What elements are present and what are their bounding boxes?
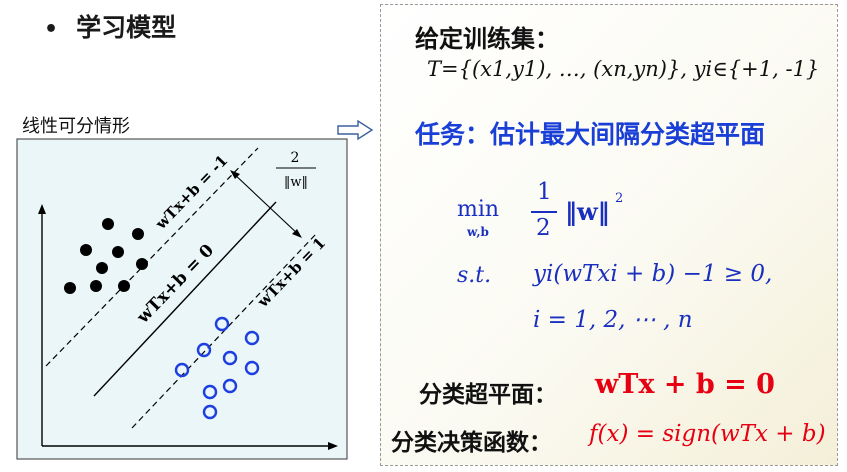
positive-point	[174, 362, 190, 378]
positive-point	[222, 378, 238, 394]
x-axis-arrow-icon	[328, 442, 338, 450]
training-set-label: 给定训练集：	[415, 25, 559, 53]
case-label: 线性可分情形	[22, 116, 130, 137]
task-title: 任务：估计最大间隔分类超平面	[415, 120, 766, 149]
margin-arrow-head-icon	[230, 170, 240, 179]
heading-text: 学习模型	[76, 13, 177, 42]
index-range: i = 1, 2, ⋯ , n	[533, 307, 693, 333]
negative-point	[64, 282, 76, 294]
negative-point	[102, 218, 114, 230]
formulation-panel: 给定训练集： T={(x1,y1), …, (xn,yn)}, yi∈{+1, …	[380, 4, 838, 466]
decision-function-equation: f(x) = sign(wTx + b)	[589, 421, 826, 447]
fraction-numerator: 1	[537, 179, 552, 205]
hollow-right-arrow-icon	[337, 119, 374, 141]
negative-point	[118, 280, 130, 292]
training-set-formula: T={(x1,y1), …, (xn,yn)}, yi∈{+1, -1}	[427, 57, 820, 81]
margin-line-negative	[45, 147, 259, 367]
y-axis-arrow-icon	[38, 204, 46, 214]
positive-points	[174, 316, 260, 420]
hyperplane-equation: wTx + b = 0	[595, 369, 775, 400]
weight-norm: ‖w‖	[565, 197, 610, 226]
margin-width-arrow	[231, 171, 301, 237]
margin-fraction-denominator: ‖w‖	[284, 175, 308, 190]
negative-point	[90, 280, 102, 292]
slide-heading: • 学习模型	[44, 8, 176, 44]
hyperplane-label: 分类超平面：	[419, 382, 557, 408]
subject-to-label: s.t.	[457, 263, 492, 288]
min-operator: min	[457, 197, 500, 222]
negative-point	[132, 228, 144, 240]
min-subscript: w,b	[467, 225, 489, 239]
decision-function-label: 分类决策函数：	[391, 430, 552, 456]
diagram-frame	[16, 138, 348, 460]
positive-point	[214, 316, 230, 332]
negative-point	[112, 246, 124, 258]
positive-point	[244, 360, 260, 376]
hyperplane-line	[93, 201, 277, 397]
positive-point	[244, 330, 260, 346]
positive-point	[202, 404, 218, 420]
svm-diagram: 2 ‖w‖ wTx+b = -1 wTx+b = 0 wTx+b = 1	[16, 138, 348, 460]
bullet-icon: •	[44, 17, 59, 42]
positive-point	[202, 384, 218, 400]
fraction-denominator: 2	[536, 215, 551, 241]
negative-point	[96, 262, 108, 274]
margin-fraction-numerator: 2	[291, 150, 300, 166]
negative-points	[64, 218, 148, 294]
fraction-bar	[531, 211, 557, 213]
constraint-formula: yi(wTxi + b) −1 ≥ 0,	[533, 261, 773, 287]
positive-point	[196, 342, 212, 358]
negative-point	[80, 244, 92, 256]
norm-exponent: 2	[615, 191, 624, 206]
margin-line-positive	[131, 233, 317, 429]
negative-point	[136, 258, 148, 270]
margin-arrow-tail-icon	[292, 229, 302, 238]
positive-point	[222, 350, 238, 366]
